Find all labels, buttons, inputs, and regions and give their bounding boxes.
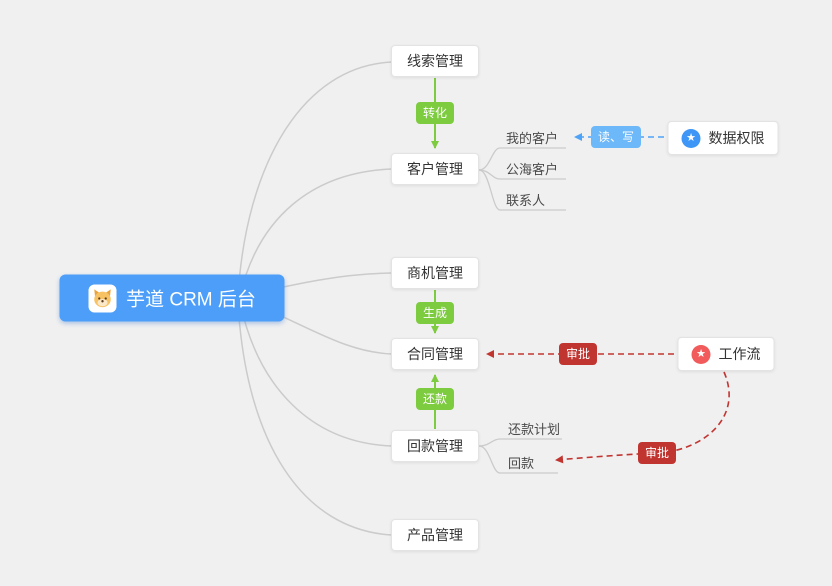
star-icon: ★ <box>681 128 701 148</box>
edge-label-repay: 还款 <box>415 388 455 410</box>
edge-label-generate: 生成 <box>415 302 455 324</box>
node-leads[interactable]: 线索管理 <box>391 45 479 77</box>
edge-label-approve-receivable: 审批 <box>637 442 677 464</box>
node-receivables[interactable]: 回款管理 <box>391 430 479 462</box>
edge-label-read-write: 读、写 <box>590 126 642 148</box>
dog-logo-icon <box>88 284 117 312</box>
child-public-customers[interactable]: 公海客户 <box>506 162 559 177</box>
star-icon: ★ <box>691 344 711 364</box>
edge-label-convert: 转化 <box>415 102 455 124</box>
node-workflow-label: 工作流 <box>718 346 761 362</box>
node-customers[interactable]: 客户管理 <box>391 153 479 185</box>
node-products[interactable]: 产品管理 <box>391 519 479 551</box>
node-workflow[interactable]: ★ 工作流 <box>677 337 775 371</box>
root-node-label: 芋道 CRM 后台 <box>126 289 256 311</box>
child-repayment[interactable]: 回款 <box>508 456 535 471</box>
child-my-customers[interactable]: 我的客户 <box>506 131 559 146</box>
child-contacts[interactable]: 联系人 <box>506 193 546 208</box>
node-opportunities[interactable]: 商机管理 <box>391 257 479 289</box>
root-node-crm-backend[interactable]: 芋道 CRM 后台 <box>59 274 285 322</box>
child-repayment-plan[interactable]: 还款计划 <box>508 422 561 437</box>
node-data-permission-label: 数据权限 <box>708 130 765 146</box>
node-contracts[interactable]: 合同管理 <box>391 338 479 370</box>
node-data-permission[interactable]: ★ 数据权限 <box>667 121 779 155</box>
edge-label-approve-contract: 审批 <box>558 343 598 365</box>
